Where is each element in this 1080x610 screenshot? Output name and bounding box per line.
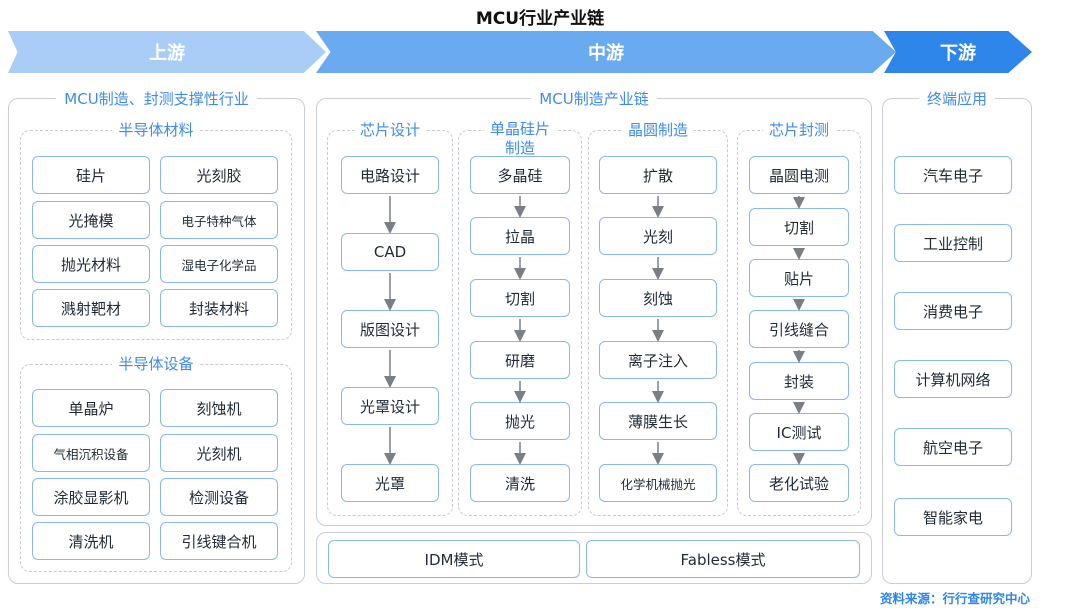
step-box: 拉晶 <box>470 217 570 255</box>
equipment-item: 刻蚀机 <box>160 389 278 427</box>
equipment-item: 光刻机 <box>160 434 278 472</box>
equipment-item: 涂胶显影机 <box>32 478 150 516</box>
step-box: 清洗 <box>470 464 570 502</box>
step-box: 版图设计 <box>341 310 439 348</box>
step-box: 研磨 <box>470 341 570 379</box>
application-item: 智能家电 <box>894 498 1012 536</box>
step-box: 扩散 <box>599 156 717 194</box>
application-item: 汽车电子 <box>894 156 1012 194</box>
column-label: 芯片设计 <box>353 121 426 140</box>
equipment-item: 检测设备 <box>160 478 278 516</box>
step-box: 老化试验 <box>749 464 849 502</box>
step-box: 贴片 <box>749 259 849 297</box>
banner-downstream: 下游 <box>884 31 1032 73</box>
banner-midstream: 中游 <box>316 31 896 73</box>
column-label: 单晶硅片 制造 <box>483 120 556 158</box>
material-item: 硅片 <box>32 156 150 194</box>
column-label: 芯片封测 <box>762 121 835 140</box>
banner-upstream: 上游 <box>8 31 326 73</box>
equipment-item: 引线键合机 <box>160 522 278 560</box>
step-box: CAD <box>341 233 439 271</box>
equipment-item: 单晶炉 <box>32 389 150 427</box>
materials-group-label: 半导体材料 <box>112 121 200 140</box>
material-item: 封装材料 <box>160 289 278 327</box>
material-item: 湿电子化学品 <box>160 245 278 283</box>
material-item: 电子特种气体 <box>160 201 278 239</box>
step-box: 切割 <box>470 279 570 317</box>
material-item: 光刻胶 <box>160 156 278 194</box>
step-box: 光罩设计 <box>341 387 439 425</box>
application-item: 工业控制 <box>894 224 1012 262</box>
material-item: 光掩模 <box>32 201 150 239</box>
application-item: 计算机网络 <box>894 360 1012 398</box>
step-box: 光罩 <box>341 464 439 502</box>
step-box: 薄膜生长 <box>599 402 717 440</box>
step-box: 化学机械抛光 <box>599 464 717 502</box>
step-box: 光刻 <box>599 217 717 255</box>
step-box: 刻蚀 <box>599 279 717 317</box>
step-box: 离子注入 <box>599 341 717 379</box>
page-title: MCU行业产业链 <box>475 9 605 29</box>
application-item: 航空电子 <box>894 428 1012 466</box>
step-box: 电路设计 <box>341 156 439 194</box>
material-item: 溅射靶材 <box>32 289 150 327</box>
step-box: 晶圆电测 <box>749 156 849 194</box>
equipment-item: 气相沉积设备 <box>32 434 150 472</box>
upstream-panel-label: MCU制造、封测支撑性行业 <box>56 90 257 108</box>
mode-idm: IDM模式 <box>328 540 580 578</box>
step-box: 多晶硅 <box>470 156 570 194</box>
application-item: 消费电子 <box>894 292 1012 330</box>
source-note: 资料来源：行行查研究中心 <box>879 591 1030 606</box>
step-box: 封装 <box>749 362 849 400</box>
step-box: IC测试 <box>749 413 849 451</box>
material-item: 抛光材料 <box>32 245 150 283</box>
step-box: 切割 <box>749 208 849 246</box>
step-box: 引线缝合 <box>749 310 849 348</box>
equipment-group-label: 半导体设备 <box>112 355 200 374</box>
mode-fabless: Fabless模式 <box>586 540 860 578</box>
step-box: 抛光 <box>470 402 570 440</box>
midstream-panel-label: MCU制造产业链 <box>531 90 657 108</box>
column-label: 晶圆制造 <box>621 121 694 140</box>
downstream-panel-label: 终端应用 <box>918 90 995 108</box>
equipment-item: 清洗机 <box>32 522 150 560</box>
